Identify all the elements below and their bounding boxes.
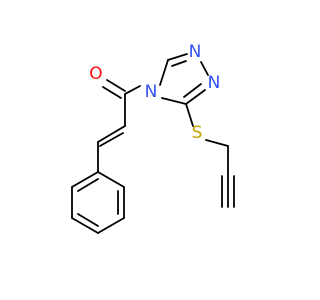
bond-triazole-c5-n1-double xyxy=(171,60,187,67)
bond-triazole-n2-c3 xyxy=(185,89,206,105)
bond-alpha-beta-double xyxy=(99,132,124,147)
nitrogen-atom-label-n1: N xyxy=(189,42,202,62)
bond-ring-6 xyxy=(71,171,99,188)
bond-ring-1 xyxy=(97,171,125,188)
bond-c3-s xyxy=(185,103,194,127)
bond-ring-double-c xyxy=(77,178,99,192)
bond-ring-3 xyxy=(97,217,125,234)
sulfur-atom-label: S xyxy=(192,123,203,143)
bond-triazole-c5-n1 xyxy=(167,53,188,61)
nitrogen-atom-label-n2: N xyxy=(208,73,221,93)
bond-carbonyl-c-n xyxy=(124,85,141,95)
bond-carbonyl-c-o xyxy=(106,79,126,92)
bond-carbonyl-c-o-double xyxy=(102,86,122,99)
bond-triazole-n1-n2 xyxy=(200,61,209,76)
bond-ring-4 xyxy=(71,217,99,234)
bond-ring-double-b xyxy=(77,213,99,227)
molecule-diagram: O N N N S xyxy=(71,42,235,234)
bond-triazole-c3-n4 xyxy=(161,97,187,105)
oxygen-atom-label: O xyxy=(89,64,102,84)
bond-triazole-n4-c5 xyxy=(159,59,169,86)
bond-s-ch2 xyxy=(205,139,229,147)
bond-triazole-n2-c3-double xyxy=(183,83,202,98)
nitrogen-atom-label-n4: N xyxy=(145,82,158,102)
structure-canvas: O N N N S xyxy=(71,42,235,234)
bond-alpha-beta xyxy=(97,125,126,143)
